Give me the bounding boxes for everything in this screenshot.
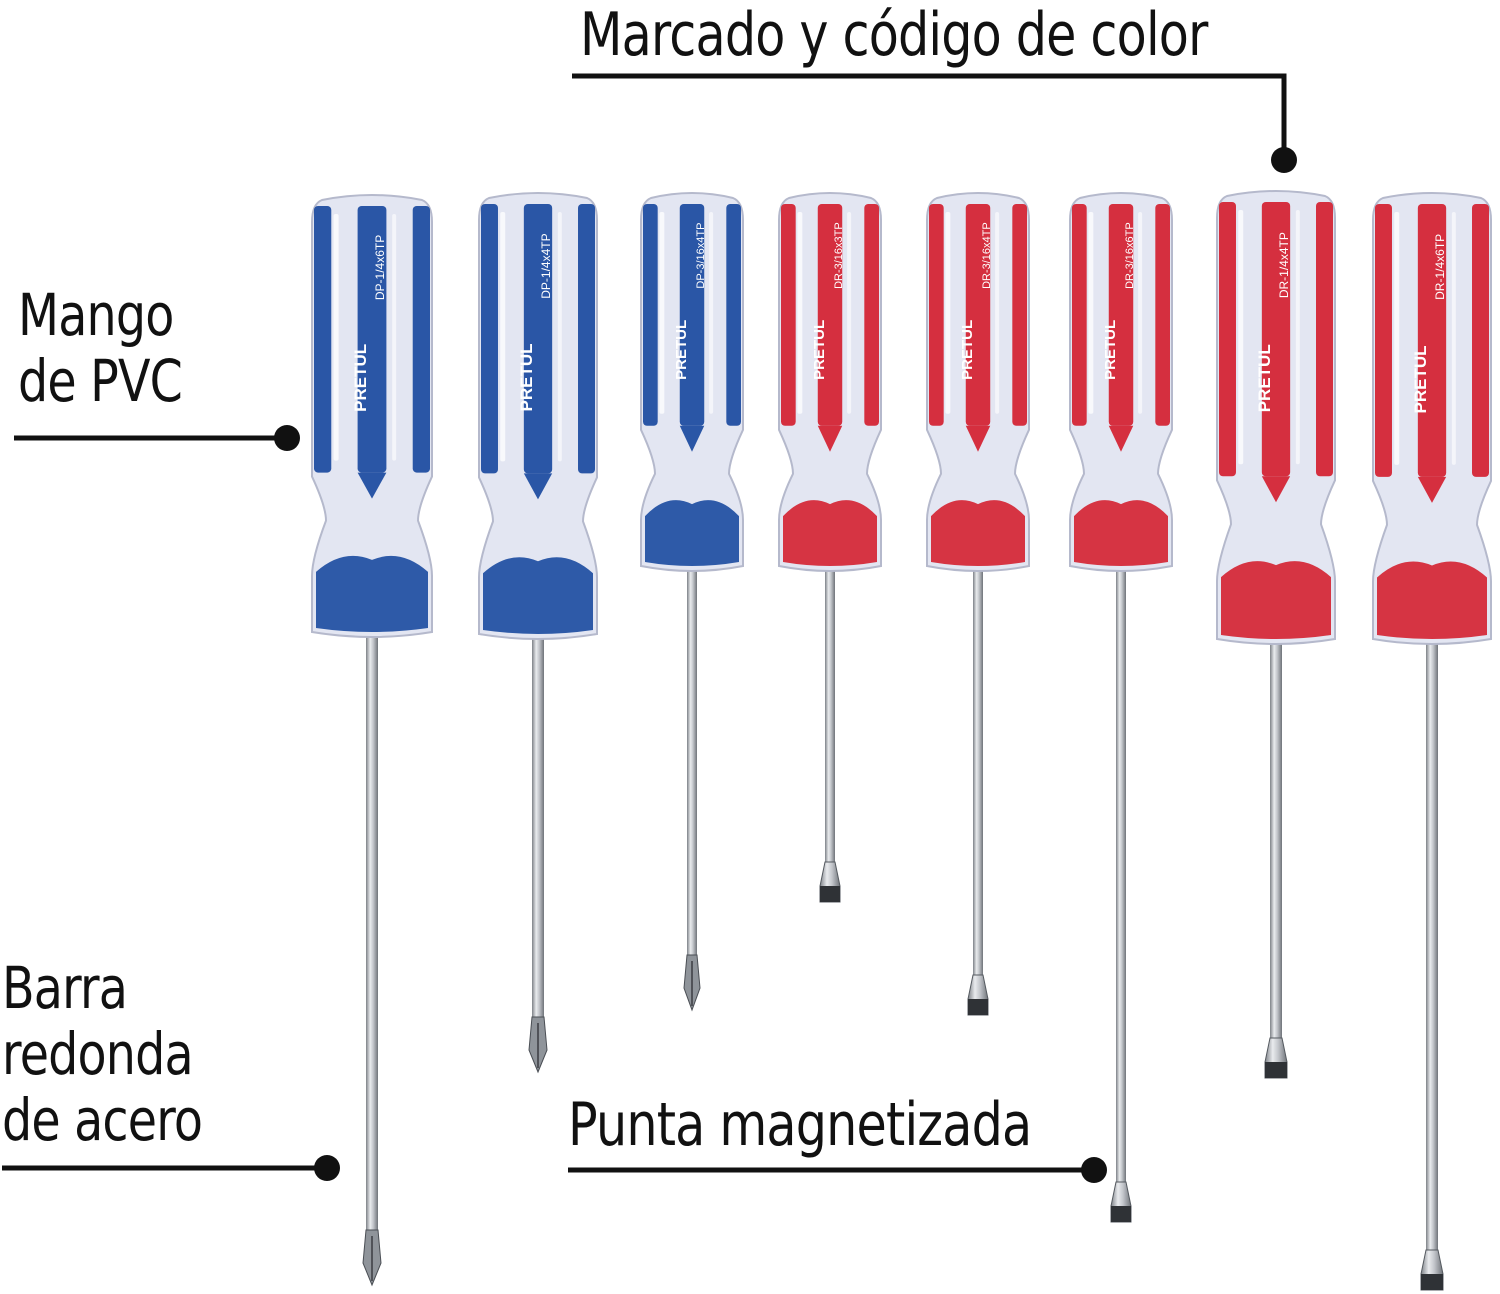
size-code-marking: DR-1/4x6TP [1433,234,1447,300]
size-code-marking: DP-3/16x4TP [695,223,707,289]
handle-color-stripe [965,204,991,426]
screwdriver: PRETUL DP-1/4x4TP [478,192,598,1074]
handle-color-stripe [1108,204,1134,426]
handle-color-ferrule [1221,561,1331,639]
handle-color-stripe [481,204,498,474]
handle-color-stripe [864,204,879,426]
handle-color-stripe [1417,204,1447,477]
handle-color-stripe [643,204,658,426]
steel-shaft [687,568,697,955]
handle-color-ferrule [783,500,877,566]
brand-marking: PRETUL [673,320,690,380]
callout-color-coding: Marcado y código de color [580,0,1208,70]
handle-color-stripe [817,204,843,426]
handle-color-ferrule [483,557,593,634]
handle-color-stripe [781,204,796,426]
handle-color-stripe [1155,204,1170,426]
handle-color-stripe [929,204,944,426]
screwdriver: PRETUL DR-1/4x6TP [1372,192,1492,1291]
handle-color-stripe [1375,204,1392,477]
handle-color-stripe [1316,202,1333,477]
handle-color-ferrule [316,555,428,632]
steel-shaft [1116,568,1126,1182]
callout-magnetic-tip: Punta magnetizada [568,1090,1032,1160]
steel-shaft [1426,641,1438,1250]
handle-color-stripe [1072,204,1087,426]
handle-color-stripe [726,204,741,426]
size-code-marking: DP-1/4x6TP [373,235,387,300]
handle-color-stripe [357,206,387,473]
handle-color-stripe [412,206,430,473]
size-code-marking: DR-1/4x4TP [1277,232,1291,298]
handle-color-stripe [578,204,595,474]
handle-color-stripe [1472,204,1489,477]
screwdriver: PRETUL DR-3/16x4TP [926,192,1030,1016]
handle-color-stripe [314,206,332,473]
handle-color-ferrule [1074,500,1168,566]
steel-shaft [532,636,544,1017]
size-code-marking: DP-1/4x4TP [539,233,553,298]
screwdriver: PRETUL DR-1/4x4TP [1216,190,1336,1079]
brand-marking: PRETUL [959,320,976,380]
screwdriver: PRETUL DP-3/16x4TP [640,192,744,1012]
handle-color-ferrule [1377,561,1487,639]
callout-steel-bar: Barra redonda de acero [2,954,203,1154]
steel-shaft [1270,641,1282,1038]
handle-color-stripe [1261,202,1291,477]
handle-color-ferrule [931,500,1025,566]
handle-color-stripe [679,204,705,426]
brand-marking: PRETUL [1255,344,1274,412]
steel-shaft [973,568,983,975]
size-code-marking: DR-3/16x3TP [833,222,845,289]
handle-color-ferrule [645,500,739,566]
handle-color-stripe [1012,204,1027,426]
brand-marking: PRETUL [1102,320,1119,380]
brand-marking: PRETUL [517,343,536,411]
screwdriver: PRETUL DP-1/4x6TP [311,194,433,1287]
brand-marking: PRETUL [1411,345,1430,413]
callout-pvc-handle: Mango de PVC [18,281,183,415]
handle-color-stripe [523,204,553,474]
size-code-marking: DR-3/16x6TP [1124,222,1136,289]
brand-marking: PRETUL [811,320,828,380]
screwdriver: PRETUL DR-3/16x3TP [778,192,882,903]
size-code-marking: DR-3/16x4TP [981,222,993,289]
handle-color-stripe [1219,202,1236,477]
screwdriver: PRETUL DR-3/16x6TP [1069,192,1173,1223]
brand-marking: PRETUL [351,344,370,412]
steel-shaft [825,568,835,862]
callout-leader-lines [2,73,1297,1183]
steel-shaft [366,634,378,1230]
